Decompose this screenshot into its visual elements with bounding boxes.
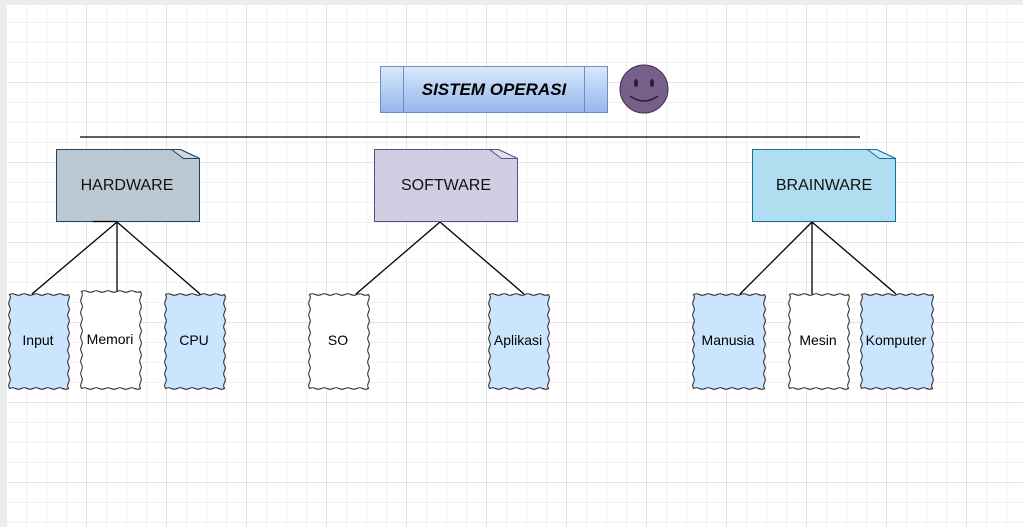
leaf-manusia[interactable]: Manusia [692,293,766,390]
leaf-aplikasi-label: Aplikasi [494,332,542,348]
connector-software-so [355,221,441,295]
leaf-input[interactable]: Input [8,293,70,390]
category-hardware[interactable]: HARDWARE [56,149,200,223]
category-hardware-label: HARDWARE [81,177,174,194]
leaf-memori-label: Memori [87,331,134,347]
title-box[interactable]: SISTEM OPERASI [380,66,608,113]
category-software[interactable]: SOFTWARE [374,149,518,222]
category-brainware[interactable]: BRAINWARE [752,149,896,222]
leaf-memori[interactable]: Memori [80,290,142,390]
category-software-label: SOFTWARE [401,177,491,194]
leaf-mesin[interactable]: Mesin [788,293,850,390]
leaf-manusia-label: Manusia [702,332,755,348]
leaf-komputer[interactable]: Komputer [860,293,934,390]
connectors [31,221,897,295]
leaf-cpu-label: CPU [179,332,209,348]
category-brainware-label: BRAINWARE [776,177,872,194]
title-text: SISTEM OPERASI [422,80,568,99]
smiley-icon[interactable] [619,64,669,114]
connector-brainware-manusia [739,221,813,295]
leaf-aplikasi[interactable]: Aplikasi [488,293,550,390]
connector-brainware-komputer [811,221,897,295]
connector-hardware-input [31,221,118,295]
connector-hardware-cpu [116,221,201,295]
leaf-so[interactable]: SO [308,293,370,390]
connector-software-aplikasi [439,221,525,295]
leaf-input-label: Input [22,332,53,348]
leaf-komputer-label: Komputer [866,332,927,348]
leaf-cpu[interactable]: CPU [164,293,226,390]
leaf-mesin-label: Mesin [799,332,836,348]
leaf-so-label: SO [328,332,348,348]
